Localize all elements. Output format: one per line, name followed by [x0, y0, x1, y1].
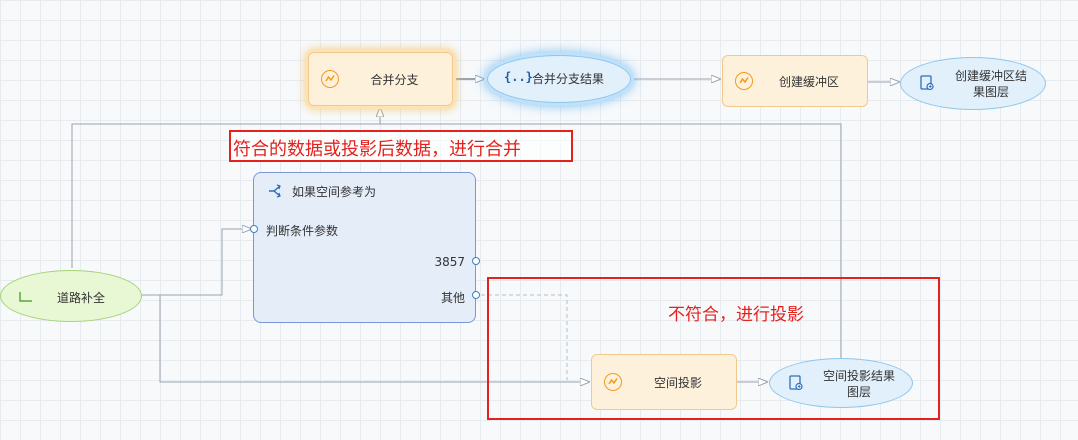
buffer-result-line1: 创建缓冲区结	[954, 69, 1027, 83]
branch-3857-port[interactable]	[472, 257, 480, 265]
projection-result-node[interactable]: 空间投影结果 图层	[769, 358, 913, 408]
layer-icon	[789, 375, 803, 394]
edge-road-to-merge	[71, 123, 842, 358]
buffer-result-line2: 果图层	[972, 85, 1009, 99]
projection-label: 空间投影	[653, 375, 702, 390]
condition-input-port[interactable]	[250, 225, 258, 233]
project-note-text: 不符合，进行投影	[668, 305, 804, 325]
chart-line-icon	[735, 72, 753, 90]
road-complete-node[interactable]: 道路补全	[0, 270, 142, 322]
projection-node[interactable]: 空间投影	[591, 354, 737, 410]
condition-title: 如果空间参考为	[292, 185, 377, 199]
merge-branch-label: 合并分支	[370, 72, 419, 87]
merge-note-box	[229, 130, 573, 162]
merge-note-text: 符合的数据或投影后数据，进行合并	[233, 139, 521, 160]
chart-line-icon	[604, 373, 622, 391]
condition-param-label: 判断条件参数	[266, 224, 339, 238]
edge-road-to-condition	[142, 229, 251, 296]
corner-step-icon	[19, 291, 33, 306]
branch-other-label: 其他	[440, 291, 465, 305]
projection-result-line2: 图层	[846, 385, 871, 399]
condition-node[interactable]: 如果空间参考为 判断条件参数 3857 其他	[253, 172, 476, 323]
create-buffer-label: 创建缓冲区	[778, 74, 839, 89]
branch-icon	[267, 183, 283, 202]
buffer-result-label: 创建缓冲区结 果图层	[943, 68, 1039, 100]
braces-icon: {..}	[504, 70, 533, 84]
projection-result-line1: 空间投影结果	[822, 369, 895, 383]
branch-other-port[interactable]	[472, 291, 480, 299]
layer-icon	[920, 75, 934, 94]
projection-result-label: 空间投影结果 图层	[810, 368, 908, 400]
merge-result-label: 合并分支结果	[532, 72, 605, 86]
edge-other-to-projection	[481, 294, 568, 380]
road-complete-label: 道路补全	[57, 291, 106, 305]
create-buffer-node[interactable]: 创建缓冲区	[722, 55, 868, 107]
merge-branch-node[interactable]: 合并分支	[308, 52, 453, 106]
merge-result-node[interactable]: {..} 合并分支结果	[487, 55, 631, 103]
buffer-result-node[interactable]: 创建缓冲区结 果图层	[900, 57, 1046, 110]
project-note-box	[487, 277, 940, 420]
chart-line-icon	[321, 70, 339, 88]
branch-3857-label: 3857	[434, 255, 465, 269]
edge-road-to-projection	[159, 295, 589, 382]
